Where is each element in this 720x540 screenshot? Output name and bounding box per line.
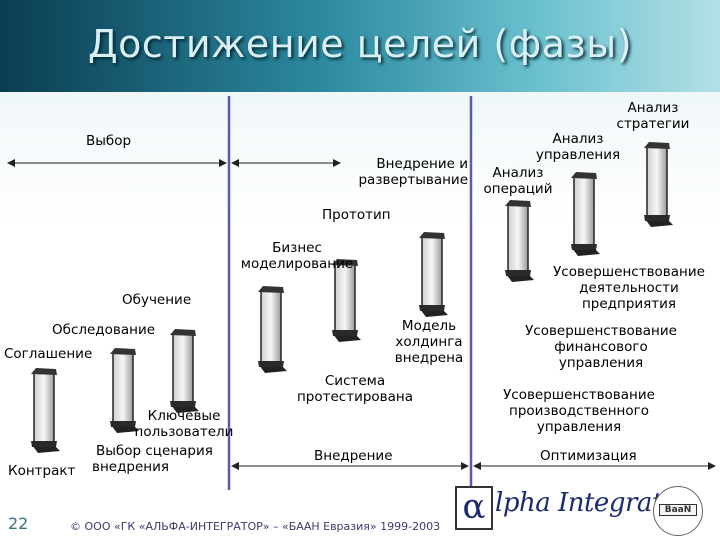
text-line: Внедрение и xyxy=(376,156,468,172)
text-line: Анализ xyxy=(492,165,544,181)
text-line: протестирована xyxy=(296,389,414,405)
alpha-integrator-logo: α lpha Integrator BaaN xyxy=(455,486,717,538)
milestone-column xyxy=(571,172,600,256)
text-line: управления xyxy=(558,355,644,371)
label-kontrakt: Контракт xyxy=(8,463,76,479)
label-sovershenstv-deyatelnosti: Усовершенствование деятельности предприя… xyxy=(540,264,718,312)
text-line: Усовершенствование xyxy=(525,323,677,339)
label-vnedreniya: внедрения xyxy=(92,459,170,475)
milestone-column xyxy=(258,286,287,373)
slide-content-area xyxy=(0,92,720,540)
baan-seal-text: BaaN xyxy=(659,504,697,516)
text-line: внедрена xyxy=(394,350,464,366)
text-line: моделирование xyxy=(240,256,354,272)
text-line: холдинга xyxy=(395,334,463,350)
milestone-column xyxy=(644,142,673,227)
alpha-logo-icon: α xyxy=(455,486,493,530)
label-biznes-modelirovanie: Бизнес моделирование xyxy=(230,240,364,272)
text-line: операций xyxy=(483,181,553,197)
milestone-column xyxy=(332,259,361,342)
text-line: Анализ xyxy=(627,100,679,116)
label-vybor-scenariya: Выбор сценария xyxy=(96,443,213,459)
text-line: управления xyxy=(536,419,622,435)
label-soglashenie: Соглашение xyxy=(4,346,93,362)
text-line: финансового xyxy=(554,339,648,355)
text-line: Бизнес xyxy=(272,240,322,256)
text-line: производственного xyxy=(509,403,649,419)
copyright-text: © ООО «ГК «АЛЬФА-ИНТЕГРАТОР» – «БААН Евр… xyxy=(70,520,441,533)
text-line: Анализ xyxy=(552,131,604,147)
text-line: деятельности xyxy=(579,280,679,296)
text-line: Система xyxy=(324,373,386,389)
milestone-column xyxy=(170,329,199,413)
label-vnedrenie: Внедрение xyxy=(314,448,393,464)
text-line: управления xyxy=(535,147,621,163)
milestone-column xyxy=(31,368,60,453)
milestone-column xyxy=(505,200,534,282)
slide-title: Достижение целей (фазы) xyxy=(87,22,633,66)
label-sovershenstv-proizvodstvennogo: Усовершенствование производственного упр… xyxy=(478,387,680,435)
label-analiz-upravleniya: Анализ управления xyxy=(528,131,628,163)
text-line: Усовершенствование xyxy=(503,387,655,403)
label-model-holdinga: Модель холдинга внедрена xyxy=(384,318,474,366)
text-line: стратегии xyxy=(616,116,690,132)
label-klyuchevye-polzovateli: Ключевые пользователи xyxy=(128,408,240,440)
label-obsledovanie: Обследование xyxy=(52,322,156,338)
label-obuchenie: Обучение xyxy=(122,292,192,308)
label-optimizaciya: Оптимизация xyxy=(540,448,637,464)
milestone-columns xyxy=(31,142,673,453)
label-analiz-strategii: Анализ стратегии xyxy=(608,100,698,132)
label-vybor: Выбор xyxy=(86,133,132,149)
milestone-column xyxy=(419,232,448,317)
milestone-column xyxy=(110,348,139,433)
label-prototip: Прототип xyxy=(322,207,391,223)
text-line: Усовершенствование xyxy=(553,264,705,280)
header-band xyxy=(0,0,720,92)
label-vnedrenie-razvertyvanie: Внедрение и развертывание xyxy=(340,156,468,188)
text-line: Модель xyxy=(401,318,457,334)
label-analiz-operaciy: Анализ операций xyxy=(477,165,559,197)
text-line: развертывание xyxy=(358,172,468,188)
slide-number: 22 xyxy=(8,514,29,533)
text-line: предприятия xyxy=(581,296,677,312)
text-line: Ключевые xyxy=(147,408,221,424)
label-sovershenstv-finansovogo: Усовершенствование финансового управлени… xyxy=(512,323,690,371)
text-line: пользователи xyxy=(134,424,234,440)
label-sistema-protestirovana: Система протестирована xyxy=(288,373,422,405)
